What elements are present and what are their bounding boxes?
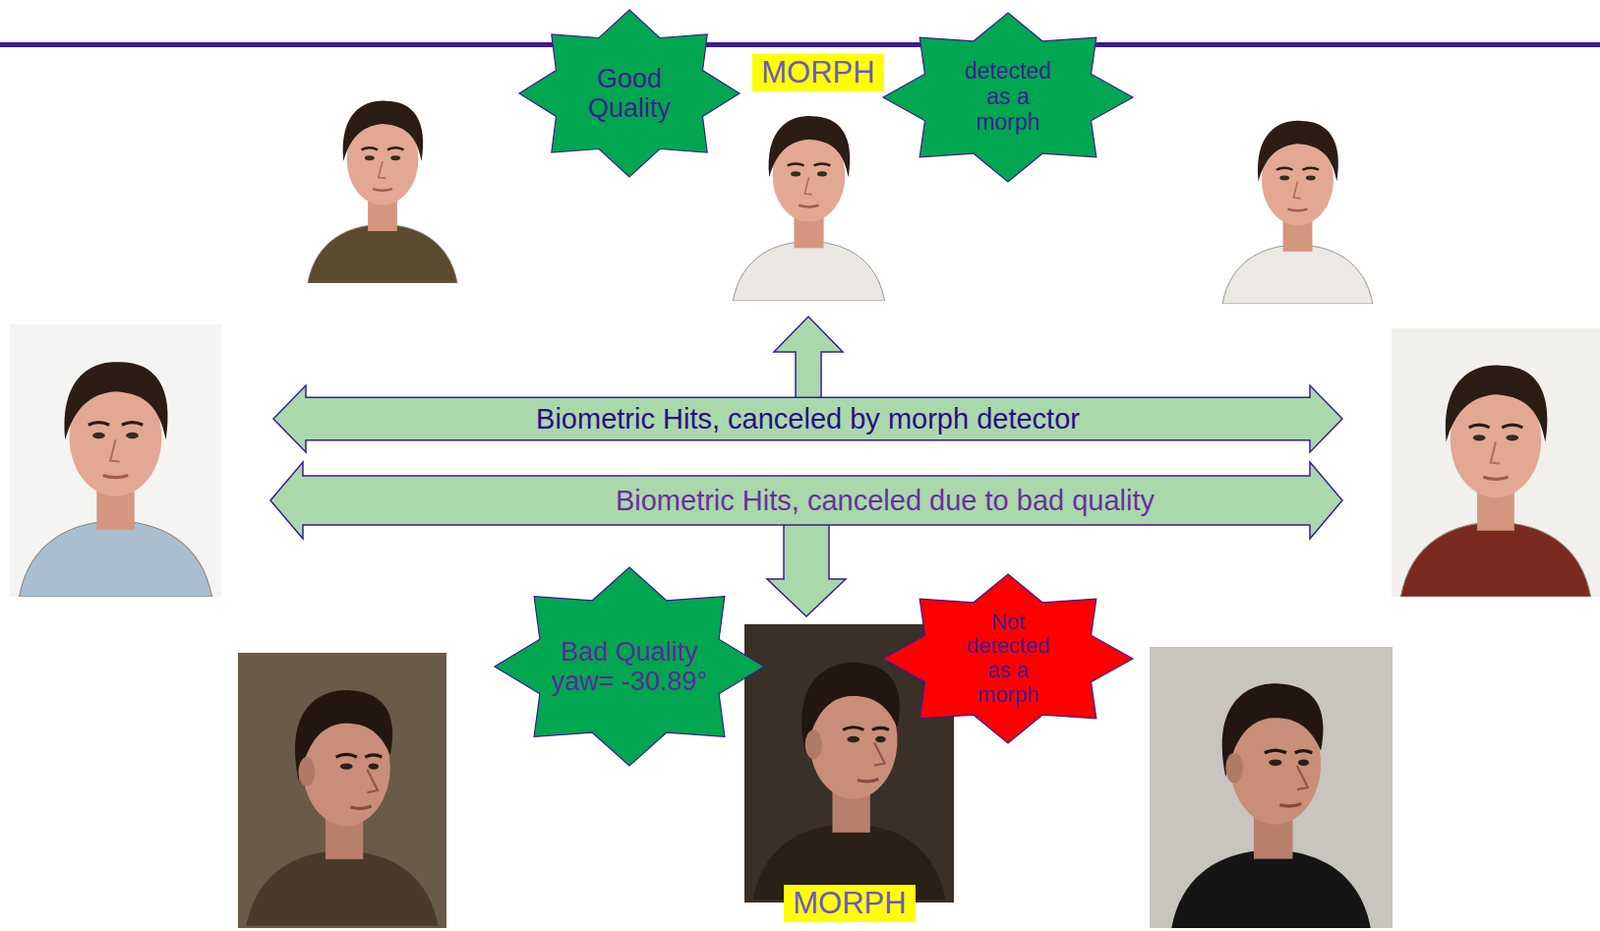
photo (1161, 91, 1434, 304)
node-text: detected as a morph (956, 59, 1061, 135)
star-shape (883, 574, 1133, 744)
arrow-band: Biometric Hits, canceled due to bad qual… (270, 462, 1343, 539)
photo (1149, 647, 1393, 929)
face-photo (732, 116, 885, 301)
arrow-shape (270, 462, 1343, 539)
face-photo (1400, 365, 1591, 597)
face-photo (18, 361, 212, 597)
face-photo (1222, 120, 1373, 304)
photo-ground (1161, 91, 1434, 304)
star-callout: Bad Quality yaw= -30.89° (493, 566, 766, 768)
morph-tag: MORPH (752, 54, 885, 93)
photo-ground (1149, 647, 1393, 929)
node-text: Bad Quality yaw= -30.89° (538, 637, 721, 697)
star-callout: Not detected as a morph (882, 573, 1134, 745)
face-photo (245, 690, 438, 927)
photo (704, 86, 914, 301)
arrow-band: Biometric Hits, canceled by morph detect… (273, 385, 1343, 453)
star-shape (519, 9, 740, 178)
node-text: Not detected as a morph (958, 610, 1058, 709)
node-text: Biometric Hits, canceled by morph detect… (535, 403, 1080, 435)
morph-tag: MORPH (783, 885, 916, 924)
face-photo (1171, 683, 1370, 929)
photo (254, 71, 511, 284)
face-photo (307, 101, 458, 284)
face-photo (753, 662, 947, 900)
node-text: MORPH (792, 887, 906, 922)
node-text: Good Quality (555, 63, 704, 123)
star-shape (883, 12, 1133, 182)
node-text: MORPH (761, 56, 875, 91)
arrow-shape (273, 385, 1343, 453)
photo-ground (254, 71, 511, 284)
node-text: Biometric Hits, canceled due to bad qual… (615, 484, 1155, 517)
star-callout: detected as a morph (882, 11, 1134, 183)
photo-ground (1391, 328, 1600, 597)
photo-ground (9, 324, 222, 597)
photo-ground (237, 652, 447, 929)
header-rule (0, 42, 1600, 48)
star-callout: Good Quality (518, 8, 741, 178)
photo-ground (704, 86, 914, 301)
star-shape (494, 567, 765, 767)
photo (237, 652, 447, 929)
photo (1391, 328, 1600, 597)
photo (9, 324, 222, 597)
